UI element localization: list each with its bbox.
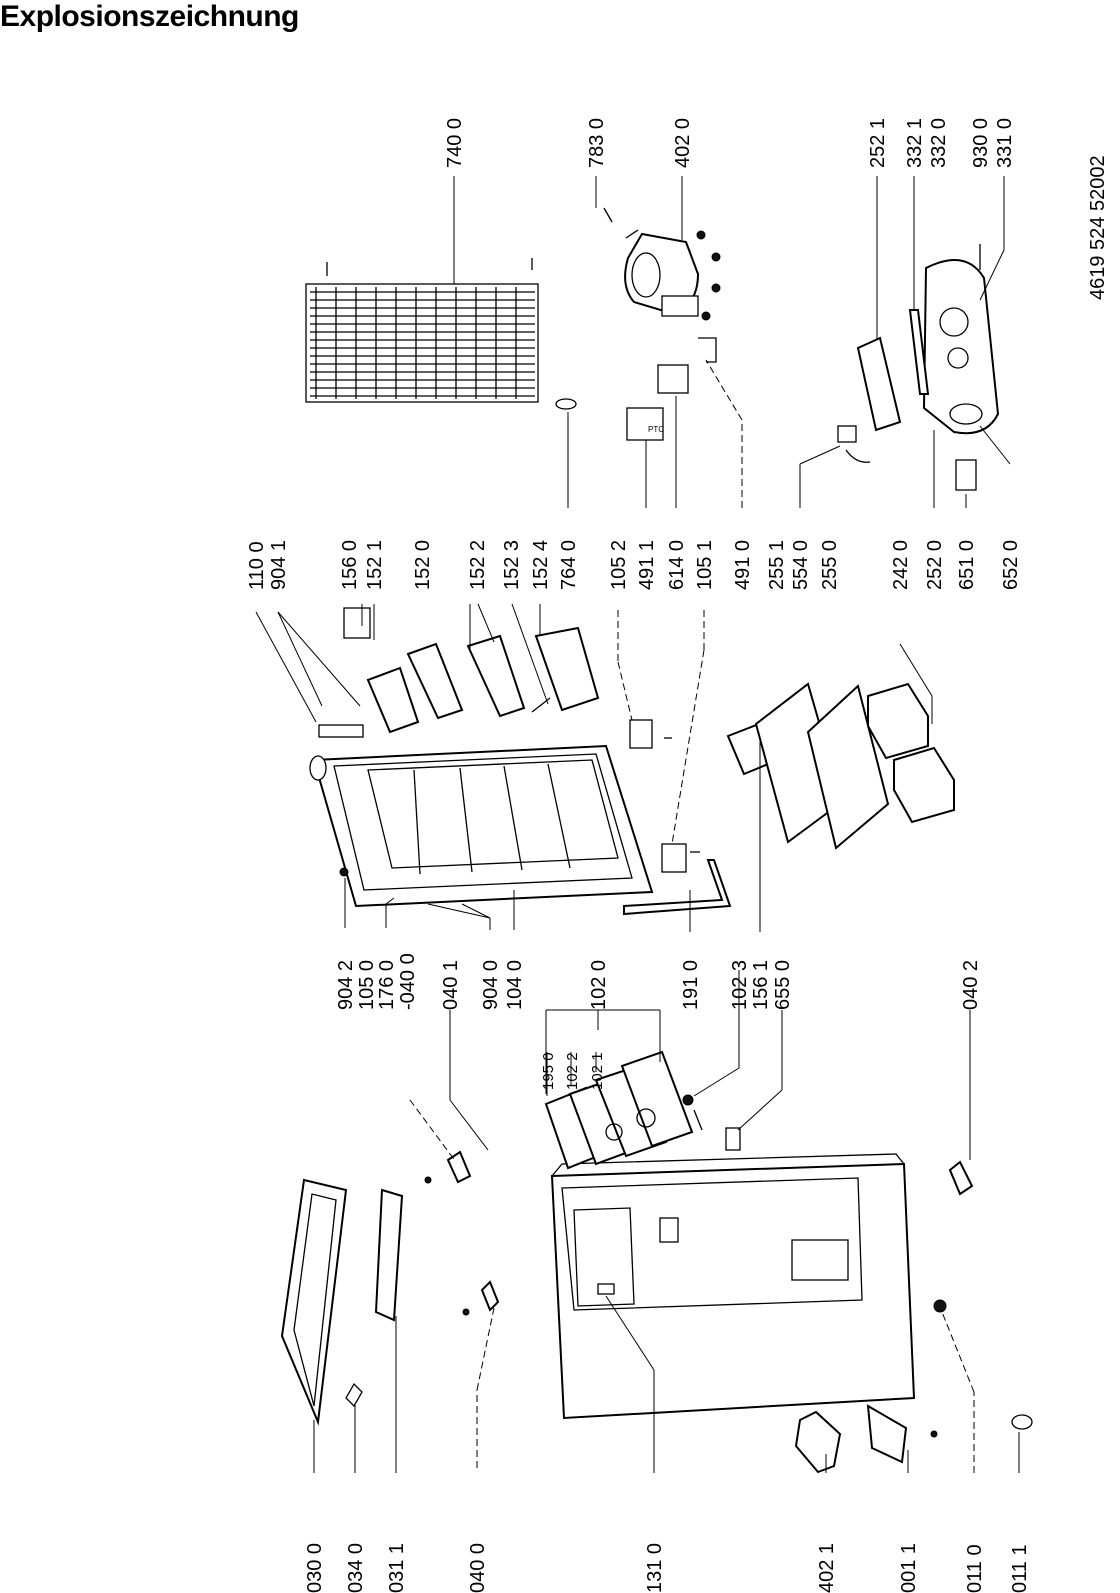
door-seal-drawing — [623, 859, 732, 916]
part-label: 001 1 — [898, 1543, 920, 1593]
leader-lines — [255, 176, 1020, 1473]
part-label: 255 0 — [819, 540, 841, 590]
part-label: 105 2 — [608, 540, 630, 590]
part-label: 102 2 — [564, 1052, 581, 1090]
labels-bottom-row: 030 0 034 0 031 1 040 0 131 0 402 1 001 … — [304, 1543, 1031, 1593]
part-label: 011 0 — [964, 1544, 986, 1593]
part-label: 040 0 — [467, 1543, 489, 1593]
labels-door-column: 904 2 105 0 176 0 -040 0 040 1 904 0 104… — [335, 953, 526, 1010]
part-label: 152 4 — [530, 540, 552, 590]
part-label: 102 1 — [589, 1052, 606, 1090]
labels-drawer-small: 195 0 102 2 102 1 — [540, 1052, 606, 1090]
crisper-drawers-drawing — [867, 682, 955, 824]
part-label: 110 0 — [246, 541, 268, 590]
labels-middle-lower: 102 0 191 0 102 3 156 1 655 0 040 2 — [588, 960, 982, 1010]
part-label: 131 0 — [644, 1543, 666, 1593]
freezer-drawer-stack-drawing — [544, 1050, 694, 1170]
part-label: 156 1 — [750, 960, 772, 1010]
part-label: 195 0 — [540, 1052, 557, 1090]
page-title: Explosionszeichnung — [0, 0, 299, 33]
shelves-drawing — [726, 682, 890, 850]
document-number: 4619 524 52002 — [1087, 155, 1109, 300]
part-label: 252 1 — [867, 118, 889, 168]
part-label: 191 0 — [680, 960, 702, 1010]
part-label: 904 0 — [480, 960, 502, 1010]
part-label: 105 1 — [694, 540, 716, 590]
door-bins-drawing — [318, 607, 600, 738]
door-hinges-drawing — [424, 1150, 974, 1316]
part-label: 255 1 — [766, 540, 788, 590]
hinge-parts-drawing — [629, 719, 700, 873]
part-label: 764 0 — [558, 540, 580, 590]
part-label: 904 1 — [268, 540, 290, 590]
part-label: 152 1 — [364, 540, 386, 590]
part-label: 332 1 — [904, 118, 926, 168]
part-label: 783 0 — [586, 118, 608, 168]
svg-text:PTC: PTC — [648, 425, 664, 434]
part-label: 332 0 — [928, 118, 950, 168]
part-label: 252 0 — [924, 540, 946, 590]
part-label: 930 0 — [970, 118, 992, 168]
part-label: 652 0 — [1000, 540, 1022, 590]
part-label: 152 0 — [412, 540, 434, 590]
base-parts-drawing — [794, 1299, 1033, 1474]
part-label: 034 0 — [345, 1543, 367, 1593]
part-label: 554 0 — [790, 540, 812, 590]
part-label: 156 0 — [339, 540, 361, 590]
labels-top-right: 740 0 783 0 402 0 252 1 332 1 332 0 930 … — [444, 118, 1016, 168]
top-cover-drawing — [280, 1178, 404, 1426]
lamp-housing-drawing — [837, 244, 1000, 491]
part-label: 152 2 — [467, 540, 489, 590]
part-label: 402 0 — [672, 118, 694, 168]
part-label: 651 0 — [956, 540, 978, 590]
part-label: 040 2 — [960, 960, 982, 1010]
part-label: 402 1 — [816, 1543, 838, 1593]
part-label: 011 1 — [1009, 1544, 1031, 1593]
labels-right-middle: 110 0 904 1 156 0 152 1 152 0 152 2 152 … — [246, 540, 1022, 590]
part-label: 491 1 — [636, 540, 658, 590]
part-label: 242 0 — [890, 540, 912, 590]
part-label: 030 0 — [304, 1543, 326, 1593]
part-label: 105 0 — [356, 960, 378, 1010]
part-label: 740 0 — [444, 118, 466, 168]
part-label: -040 0 — [397, 953, 419, 1010]
compressor-drawing — [603, 207, 721, 321]
part-label: 655 0 — [772, 960, 794, 1010]
part-label: 331 0 — [994, 118, 1016, 168]
part-label: 031 1 — [386, 1543, 408, 1593]
part-label: 040 1 — [440, 960, 462, 1010]
part-label: 152 3 — [501, 540, 523, 590]
condenser-drawing — [305, 258, 539, 403]
starter-relay-drawing: PTC — [555, 337, 717, 441]
part-label: 102 0 — [588, 960, 610, 1010]
part-label: 904 2 — [335, 960, 357, 1010]
small-parts-drawing — [682, 1094, 741, 1151]
part-label: 176 0 — [376, 960, 398, 1010]
part-label: 614 0 — [666, 540, 688, 590]
part-label: 102 3 — [729, 960, 751, 1010]
part-label: 104 0 — [504, 960, 526, 1010]
cabinet-drawing — [550, 1153, 916, 1420]
part-label: 491 0 — [732, 540, 754, 590]
door-drawing — [309, 744, 654, 908]
